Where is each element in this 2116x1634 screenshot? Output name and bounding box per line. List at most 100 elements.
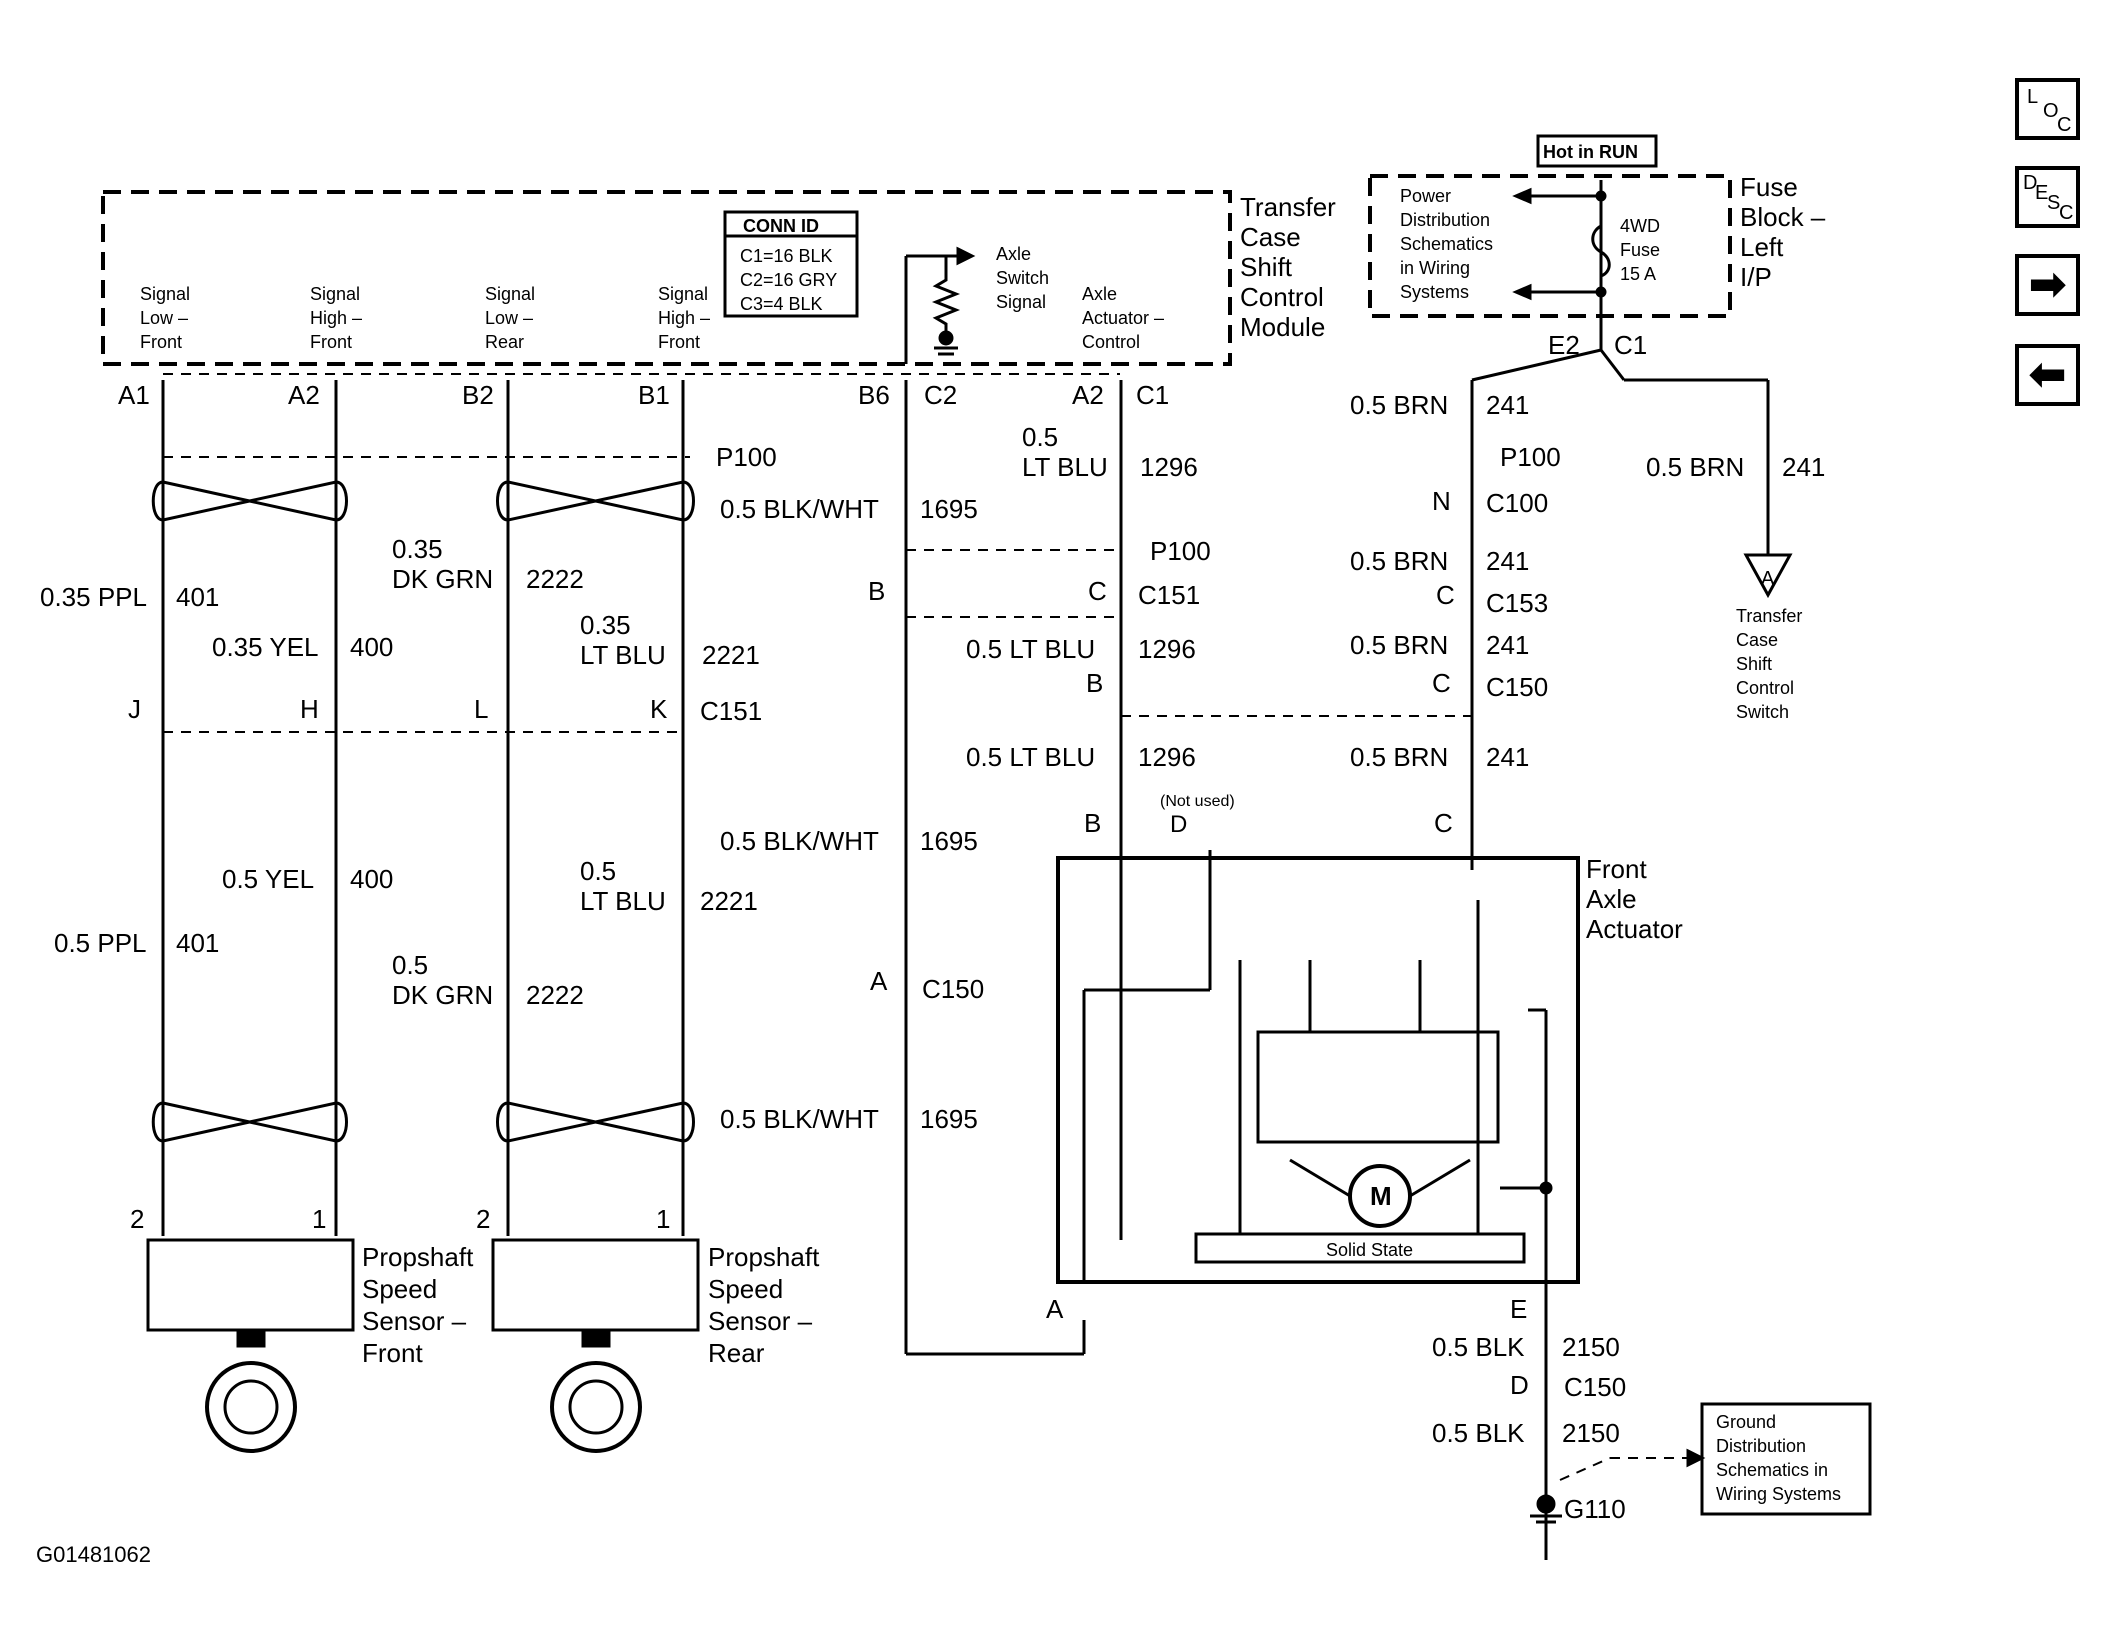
diagram-label: Schematics: [1400, 234, 1493, 254]
diagram-label: Distribution: [1400, 210, 1490, 230]
diagram-label: 1695: [920, 494, 978, 524]
diagram-label: P100: [1150, 536, 1211, 566]
diagram-label: B: [1086, 668, 1103, 698]
diagram-label: Hot in RUN: [1543, 142, 1638, 162]
diagram-label: G01481062: [36, 1542, 151, 1567]
diagram-label: Control: [1082, 332, 1140, 352]
diagram-label: C150: [922, 974, 984, 1004]
diagram-label: Ground: [1716, 1412, 1776, 1432]
diagram-label: 241: [1486, 546, 1529, 576]
diagram-label: 0.5 LT BLU: [966, 634, 1095, 664]
diagram-label: 2150: [1562, 1332, 1620, 1362]
diagram-label: Left: [1740, 232, 1784, 262]
diagram-label: Case: [1240, 222, 1301, 252]
diagram-label: C1: [1136, 380, 1169, 410]
diagram-label: N: [1432, 486, 1451, 516]
diagram-label: 2: [476, 1204, 490, 1234]
diagram-label: Case: [1736, 630, 1778, 650]
diagram-label: CONN ID: [743, 216, 819, 236]
diagram-label: Signal: [996, 292, 1046, 312]
diagram-label: in Wiring: [1400, 258, 1470, 278]
diagram-label: Axle: [1082, 284, 1117, 304]
diagram-label: 0.5 PPL: [54, 928, 147, 958]
diagram-label: 1: [656, 1204, 670, 1234]
diagram-label: 1695: [920, 1104, 978, 1134]
diagram-label: High –: [310, 308, 362, 328]
diagram-label: Front: [310, 332, 352, 352]
diagram-label: 2221: [702, 640, 760, 670]
diagram-label: A2: [1072, 380, 1104, 410]
diagram-label: 0.5 BRN: [1350, 390, 1448, 420]
diagram-label: C1: [1614, 330, 1647, 360]
diagram-label: DK GRN: [392, 564, 493, 594]
diagram-label: H: [300, 694, 319, 724]
diagram-label: G110: [1564, 1494, 1626, 1524]
diagram-label: C150: [1486, 672, 1548, 702]
diagram-label: Block –: [1740, 202, 1826, 232]
diagram-label: A: [1761, 568, 1775, 590]
diagram-label: 1296: [1138, 634, 1196, 664]
diagram-label: 241: [1782, 452, 1825, 482]
diagram-label: 0.5 LT BLU: [966, 742, 1095, 772]
diagram-label: Module: [1240, 312, 1325, 342]
diagram-label: 0.35: [580, 610, 631, 640]
diagram-label: 1296: [1140, 452, 1198, 482]
diagram-label: 0.5 BLK: [1432, 1418, 1525, 1448]
diagram-label: Distribution: [1716, 1436, 1806, 1456]
diagram-label: 0.35: [392, 534, 443, 564]
diagram-label: 0.5 BLK/WHT: [720, 826, 879, 856]
location-button[interactable]: L O C: [2015, 78, 2080, 140]
diagram-label: High –: [658, 308, 710, 328]
diagram-label: 2222: [526, 980, 584, 1010]
diagram-label: 0.5 BRN: [1350, 742, 1448, 772]
diagram-label: 2: [130, 1204, 144, 1234]
diagram-label: Signal: [485, 284, 535, 304]
arrow-left-icon: ⬅: [2029, 350, 2066, 399]
diagram-label: 241: [1486, 742, 1529, 772]
previous-page-button[interactable]: ⬅: [2015, 344, 2080, 406]
diagram-label: Sensor –: [708, 1306, 813, 1336]
diagram-label: E2: [1548, 330, 1580, 360]
diagram-label: Front: [1586, 854, 1647, 884]
diagram-label: 400: [350, 632, 393, 662]
diagram-label: C: [1436, 580, 1455, 610]
diagram-label: I/P: [1740, 262, 1772, 292]
diagram-label: E: [1510, 1294, 1527, 1324]
diagram-label: Actuator –: [1082, 308, 1164, 328]
diagram-label: Systems: [1400, 282, 1469, 302]
diagram-label: Front: [140, 332, 182, 352]
diagram-label: 0.5 BRN: [1350, 630, 1448, 660]
tccm-box: [101, 190, 1232, 366]
diagram-label: K: [650, 694, 668, 724]
diagram-label: 1: [312, 1204, 326, 1234]
diagram-label: LT BLU: [580, 886, 666, 916]
diagram-label: 0.5 BRN: [1350, 546, 1448, 576]
diagram-label: Front: [362, 1338, 423, 1368]
diagram-label: C: [1434, 808, 1453, 838]
next-page-button[interactable]: ➡: [2015, 254, 2080, 316]
description-button[interactable]: D E S C: [2015, 166, 2080, 228]
diagram-label: 0.5: [580, 856, 616, 886]
diagram-label: C: [1088, 576, 1107, 606]
diagram-label: DK GRN: [392, 980, 493, 1010]
diagram-label: Signal: [658, 284, 708, 304]
diagram-label: Switch: [996, 268, 1049, 288]
diagram-label: A: [1046, 1294, 1064, 1324]
diagram-label: C3=4 BLK: [740, 294, 823, 314]
diagram-label: Rear: [708, 1338, 765, 1368]
diagram-label: C1=16 BLK: [740, 246, 833, 266]
diagram-label: P100: [1500, 442, 1561, 472]
diagram-label: A1: [118, 380, 150, 410]
diagram-label: 0.5 BLK/WHT: [720, 1104, 879, 1134]
diagram-label: C150: [1564, 1372, 1626, 1402]
diagram-label: Schematics in: [1716, 1460, 1828, 1480]
diagram-label: B: [868, 576, 885, 606]
diagram-label: 401: [176, 582, 219, 612]
diagram-label: Propshaft: [362, 1242, 474, 1272]
diagram-label: M: [1370, 1181, 1392, 1211]
diagram-label: Control: [1736, 678, 1794, 698]
diagram-label: Actuator: [1586, 914, 1683, 944]
diagram-label: LT BLU: [580, 640, 666, 670]
diagram-label: 1296: [1138, 742, 1196, 772]
diagram-label: Axle: [1586, 884, 1637, 914]
